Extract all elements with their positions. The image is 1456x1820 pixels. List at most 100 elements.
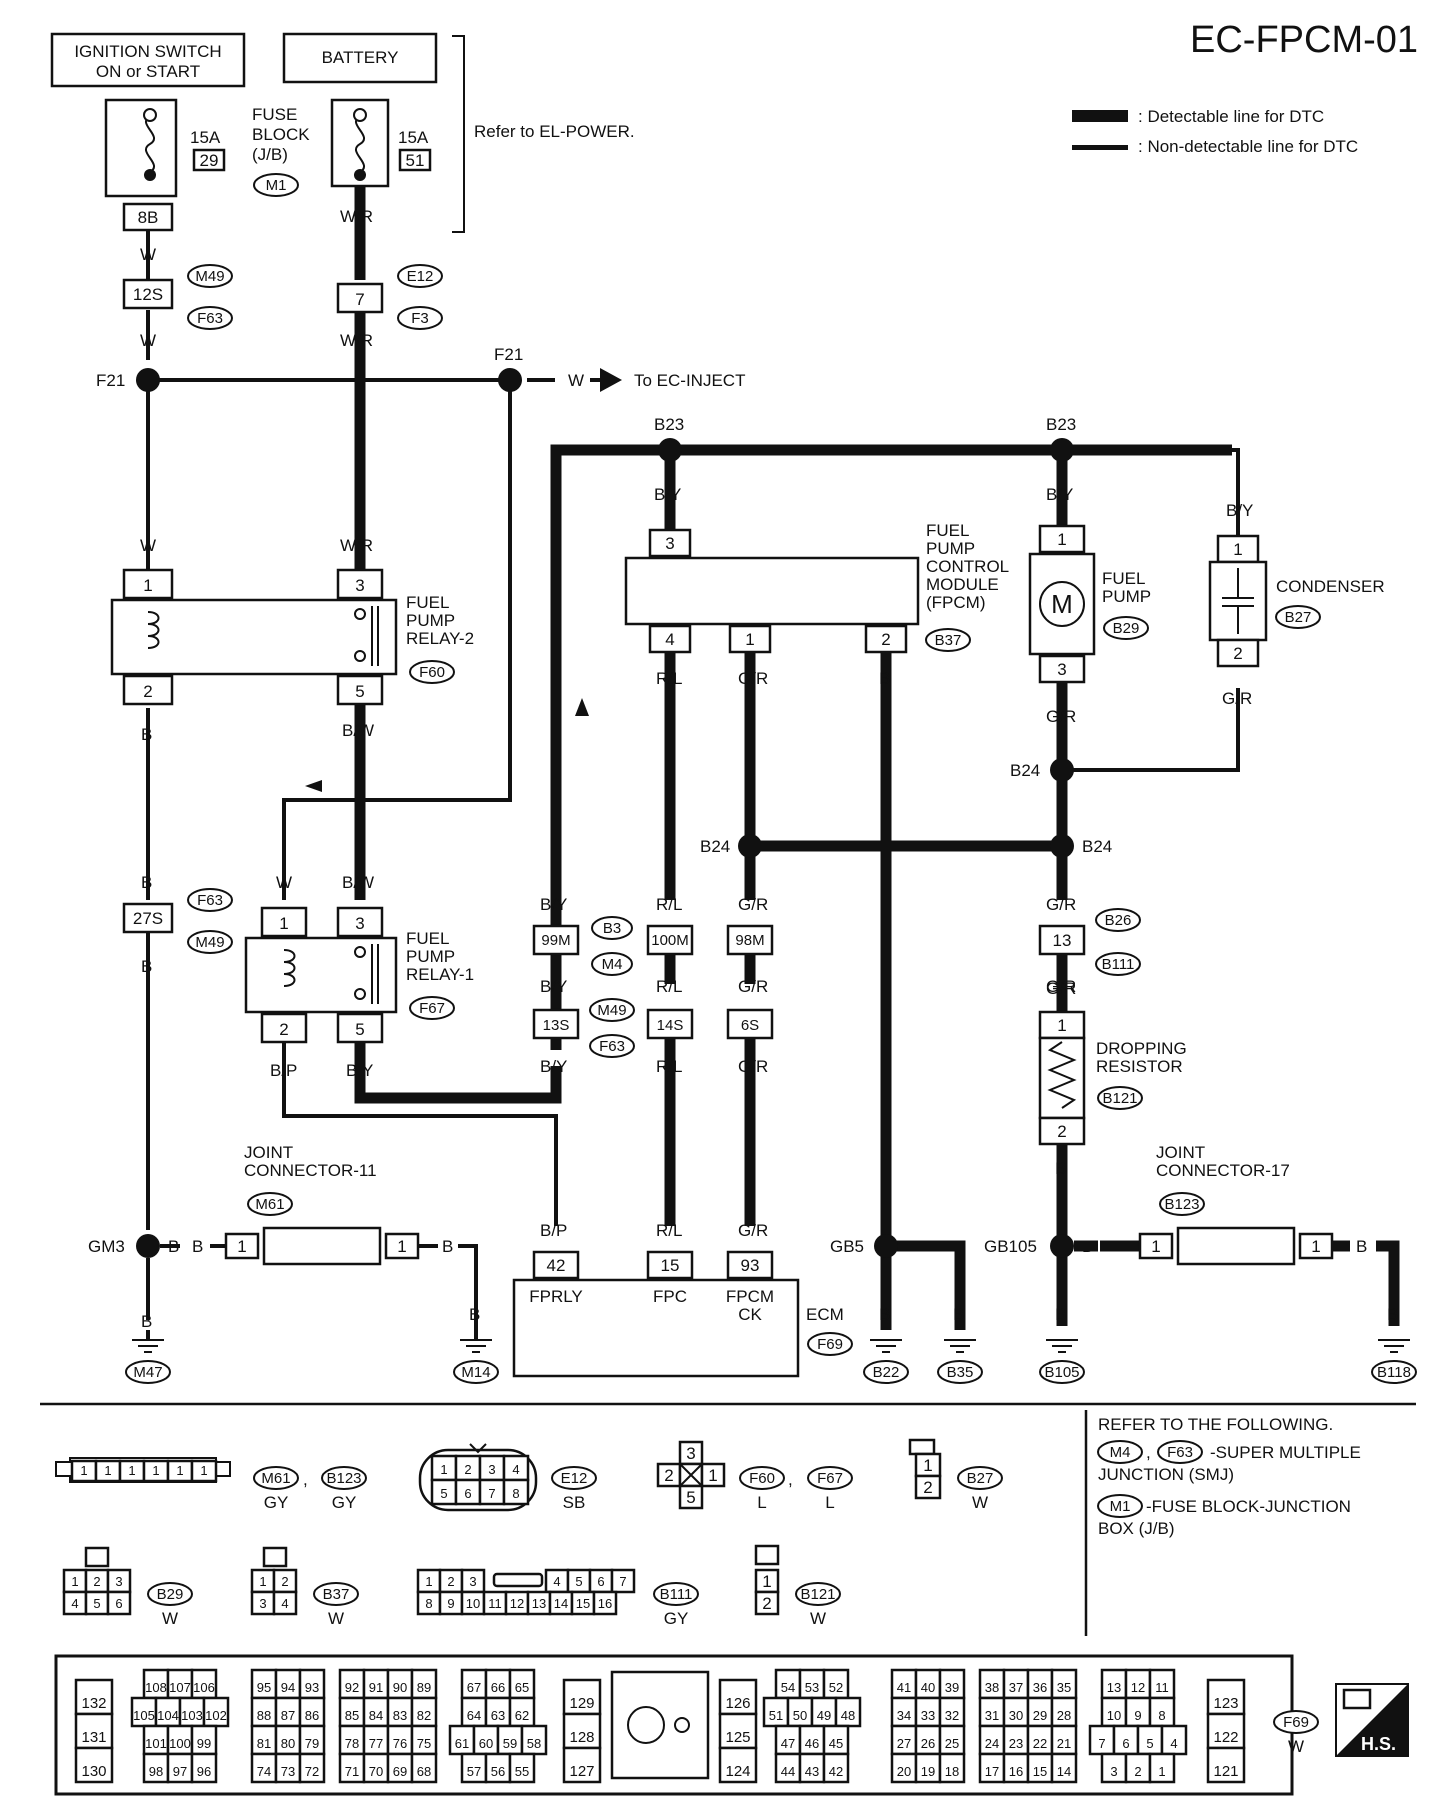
svg-text:FPRLY: FPRLY [529,1287,583,1306]
pin-label: 33 [921,1708,935,1723]
pin-label: 3 [469,1574,476,1589]
svg-text:G/R: G/R [738,669,768,688]
splice-f21-left [136,368,160,392]
legend-thick-swatch [1072,110,1128,122]
svg-text:2: 2 [1057,1122,1066,1141]
svg-text:M4: M4 [1110,1444,1131,1461]
svg-text:FUEL: FUEL [926,521,969,540]
svg-text:F63: F63 [1167,1444,1193,1461]
hs-badge: H.S. [1335,1683,1409,1757]
pin-cell [562,1746,602,1784]
svg-text:B3: B3 [603,920,621,937]
joint-connector-11-body [262,1226,382,1266]
svg-text:W: W [810,1609,826,1628]
pin-label: 65 [515,1680,529,1695]
svg-text:B37: B37 [323,1586,350,1603]
pin-label: 93 [305,1680,319,1695]
pin-label: 96 [197,1764,211,1779]
svg-text:R/L: R/L [656,977,682,996]
pin-label: 64 [467,1708,481,1723]
svg-text:FUEL: FUEL [406,929,449,948]
pin-label: 130 [81,1763,106,1780]
pin-label: 7 [619,1574,626,1589]
pin-label: 1 [80,1463,87,1478]
svg-text:1: 1 [923,1456,932,1475]
svg-text:BOX (J/B): BOX (J/B) [1098,1519,1175,1538]
svg-text:3: 3 [686,1444,695,1463]
pin-cell [106,1590,132,1616]
svg-text:W: W [162,1609,178,1628]
svg-text:W: W [140,331,156,350]
pin-cell [508,1752,536,1784]
pin-cell [1148,1752,1176,1784]
pin-label: 127 [569,1763,594,1780]
svg-text:B105: B105 [1044,1364,1079,1381]
pin-cell [142,1752,170,1784]
svg-text:2: 2 [664,1466,673,1485]
svg-text:2: 2 [881,630,890,649]
svg-text:R/L: R/L [656,1057,682,1076]
pin-cell [562,1712,602,1750]
pin-label: 6 [464,1486,471,1501]
fuse-51-amp: 15A [398,128,429,147]
pin-label: 1 [440,1462,447,1477]
svg-text:1: 1 [1151,1237,1160,1256]
pin-label: 10 [1107,1708,1121,1723]
view-b121: 1 2 B121 W [754,1544,841,1628]
fuse-51-number: 51 [406,151,425,170]
svg-text:42: 42 [547,1256,566,1275]
pin-label: 9 [1134,1708,1141,1723]
pin-label: 31 [985,1708,999,1723]
svg-text:B23: B23 [1046,415,1076,434]
pin-cell [142,1724,170,1756]
svg-text:B: B [442,1237,453,1256]
svg-text:M1: M1 [1110,1498,1131,1515]
svg-text:4: 4 [665,630,674,649]
pin-cell [502,1478,530,1506]
pin-cell [914,1752,942,1784]
svg-text:M61: M61 [261,1470,290,1487]
pin-label: 42 [829,1764,843,1779]
svg-text:(FPCM): (FPCM) [926,593,985,612]
svg-text:1: 1 [237,1237,246,1256]
pin-label: 1 [71,1574,78,1589]
pin-cell [410,1724,438,1756]
pin-label: 1 [425,1574,432,1589]
pin-label: 4 [512,1462,519,1477]
pin-label: 44 [781,1764,795,1779]
pin-label: 15 [576,1596,590,1611]
svg-text:CONNECTOR-17: CONNECTOR-17 [1156,1161,1290,1180]
svg-text:H.S.: H.S. [1361,1734,1396,1754]
svg-text:W/R: W/R [340,207,373,226]
ignition-switch-box [50,32,246,88]
pin-label: 27 [897,1736,911,1751]
pin-label: 3 [115,1574,122,1589]
svg-text:93: 93 [741,1256,760,1275]
pin-cell [1206,1746,1246,1784]
pin-label: 121 [1213,1763,1238,1780]
pin-label: 60 [479,1736,493,1751]
svg-text:13: 13 [1053,931,1072,950]
svg-text:R/L: R/L [656,895,682,914]
svg-text:F63: F63 [197,892,223,909]
svg-text:F21: F21 [494,345,523,364]
svg-text:B: B [1055,1159,1066,1178]
svg-text:G/R: G/R [738,977,768,996]
pin-label: 98 [149,1764,163,1779]
pin-label: 8 [1158,1708,1165,1723]
pin-cell [718,1746,758,1784]
pin-cell [810,1696,838,1728]
pin-label: 11 [1155,1680,1169,1695]
pin-label: 2 [281,1574,288,1589]
pin-label: 9 [447,1596,454,1611]
svg-text:PUMP: PUMP [406,947,455,966]
svg-text:B123: B123 [1164,1196,1199,1213]
svg-text:DROPPING: DROPPING [1096,1039,1187,1058]
pin-cell [454,1454,482,1482]
fuel-pump-relay-2-body [110,598,398,676]
svg-text:FPCM: FPCM [726,1287,774,1306]
pin-cell [1050,1724,1078,1756]
pin-label: 59 [503,1736,517,1751]
svg-text:E12: E12 [407,268,434,285]
svg-text:M49: M49 [195,934,224,951]
